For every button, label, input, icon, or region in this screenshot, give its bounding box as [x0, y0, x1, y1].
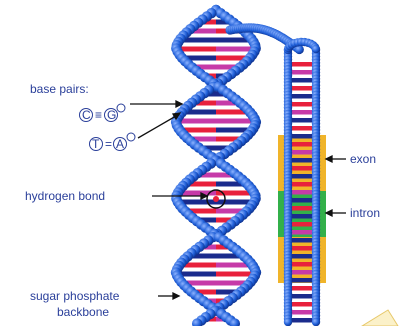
intron-label: intron: [350, 206, 380, 220]
column-base-pair: [288, 174, 316, 179]
pair-a-letter: A: [116, 137, 124, 151]
column-base-pair: [288, 206, 316, 211]
column-base-pair: [288, 230, 316, 235]
column-base-pair: [288, 94, 316, 99]
column-base-pair: [288, 166, 316, 171]
column-base-pair: [288, 134, 316, 139]
column-base-pair: [288, 214, 316, 219]
column-base-pair: [288, 238, 316, 243]
column-base-pair: [288, 182, 316, 187]
column-base-pair: [288, 302, 316, 307]
column-base-pair: [288, 222, 316, 227]
pair-t-letter: T: [92, 137, 100, 151]
column-base-pair: [288, 110, 316, 115]
column-base-pair: [288, 102, 316, 107]
column-base-pair: [288, 150, 316, 155]
column-base-pair: [288, 118, 316, 123]
column-base-pair: [288, 310, 316, 315]
double-bond-symbol: =: [105, 137, 112, 151]
base-pairs-label: base pairs:: [30, 82, 89, 96]
column-base-pair: [288, 254, 316, 259]
column-base-pair: [288, 142, 316, 147]
column-base-pair: [288, 190, 316, 195]
column-top-bead: [312, 45, 320, 53]
pair-g-letter: G: [107, 108, 116, 122]
hydrogen-bond-label: hydrogen bond: [25, 189, 105, 203]
column-base-pair: [288, 158, 316, 163]
column-base-pairs: [288, 62, 316, 323]
page-corner-decoration: [362, 310, 398, 326]
column-base-pair: [288, 270, 316, 275]
ta-pair-legend: T = A: [90, 133, 136, 151]
column-base-pair: [288, 70, 316, 75]
column-base-pair: [288, 318, 316, 323]
column-base-pair: [288, 126, 316, 131]
sugar-phosphate-label-line1: sugar phosphate: [30, 289, 120, 303]
column-base-pair: [288, 246, 316, 251]
column-bead-left: [284, 318, 292, 326]
triple-bond-symbol: ≡: [95, 108, 102, 122]
column-base-pair: [288, 262, 316, 267]
column-base-pair: [288, 86, 316, 91]
column-base-pair: [288, 62, 316, 67]
cg-pair-legend: C ≡ G: [80, 104, 126, 122]
exon-label: exon: [350, 152, 376, 166]
column-base-pair: [288, 198, 316, 203]
column-base-pair: [288, 294, 316, 299]
column-base-pair: [288, 278, 316, 283]
pair-c-letter: C: [82, 108, 91, 122]
hydrogen-bond-dot: [213, 196, 219, 202]
sugar-phosphate-label-line2: backbone: [57, 305, 109, 319]
column-bead-right: [312, 318, 320, 326]
column-base-pair: [288, 78, 316, 83]
column-base-pair: [288, 286, 316, 291]
